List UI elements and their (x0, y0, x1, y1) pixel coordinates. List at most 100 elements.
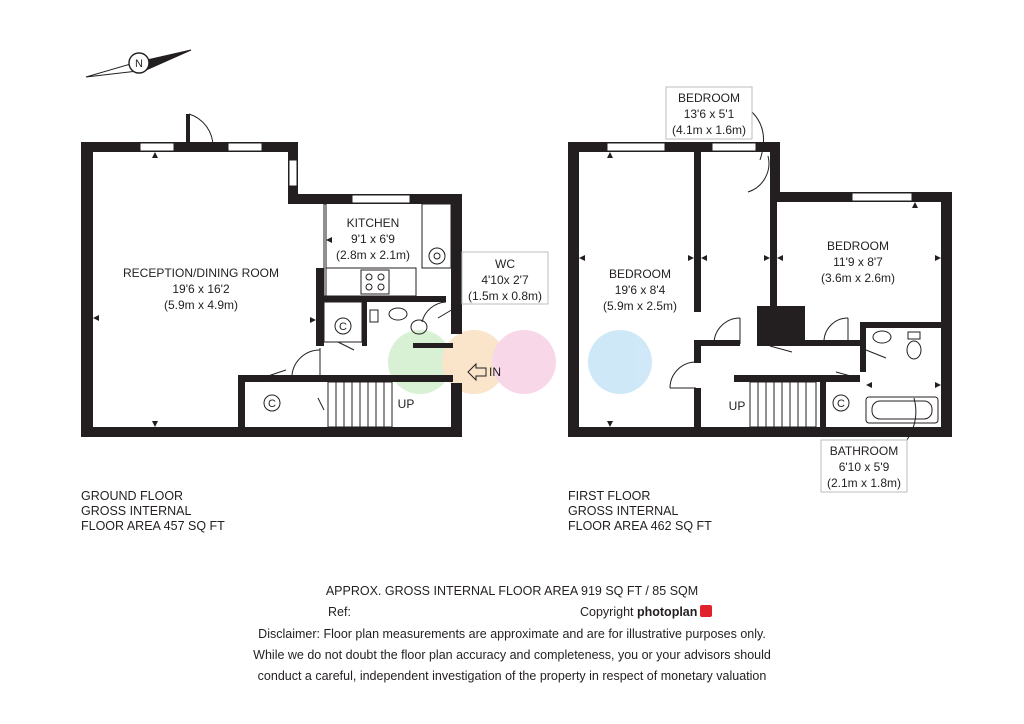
dim-marker (777, 255, 783, 261)
wall (362, 302, 367, 346)
ground-floor-plan: C C UP IN RECEPTION/DINING ROOM 19 (81, 113, 549, 437)
window (288, 159, 298, 187)
room-size-metric: (1.5m x 0.8m) (468, 289, 542, 303)
dim-marker (326, 237, 332, 243)
door-swing (291, 349, 321, 376)
door (317, 397, 325, 411)
dim-marker (152, 152, 158, 158)
caption-line: GROSS INTERNAL (81, 504, 192, 518)
door (865, 349, 887, 359)
window (711, 142, 757, 152)
copyright-label: Copyright (580, 605, 634, 619)
dim-marker (935, 255, 941, 261)
overlay-circles (388, 330, 652, 394)
dim-marker (152, 421, 158, 427)
ground-floor-caption: GROUND FLOOR GROSS INTERNAL FLOOR AREA 4… (81, 489, 225, 534)
bath-tub (871, 400, 933, 420)
door (261, 369, 287, 379)
wall (568, 142, 780, 152)
wall (316, 268, 324, 346)
cupboard-label: C (837, 398, 845, 410)
cupboard (757, 306, 805, 346)
dim-marker (912, 322, 918, 328)
wall (860, 322, 952, 328)
wall (694, 340, 740, 346)
dim-marker (912, 202, 918, 208)
worktop (421, 203, 452, 269)
entrance-arrow-icon (467, 362, 487, 382)
cupboard-marker (772, 321, 790, 339)
compass-north-label: N (135, 58, 143, 70)
callout-leader (437, 303, 463, 319)
wall (568, 427, 952, 437)
callout-bathroom (820, 439, 908, 493)
room-size-imperial: 6'10 x 5'9 (839, 460, 890, 474)
basin-icon (388, 307, 408, 321)
brand-name: photoplan (636, 605, 698, 619)
cupboard (323, 301, 363, 343)
wall (238, 375, 453, 382)
dim-marker (688, 255, 694, 261)
dim-marker (764, 255, 770, 261)
disclaimer-line: conduct a careful, independent investiga… (257, 669, 767, 683)
toilet-cistern (369, 309, 379, 323)
cupboard-label: C (339, 321, 347, 333)
room-size-imperial: 13'6 x 5'1 (684, 107, 735, 121)
basin-icon (872, 330, 892, 344)
wall (805, 340, 860, 346)
window (851, 192, 913, 202)
first-floor-plan: C C UP BEDRO (568, 86, 952, 493)
sink-icon (428, 247, 446, 265)
window (139, 142, 175, 152)
toilet-icon (410, 319, 428, 335)
room-size-metric: (4.1m x 1.6m) (672, 123, 746, 137)
callout-wc (461, 251, 549, 305)
door-swing (421, 301, 447, 323)
compass: N (85, 49, 192, 78)
callout-bedroom-small (665, 86, 753, 140)
callout-leader (751, 111, 765, 161)
wall (734, 375, 860, 382)
stairs (327, 381, 393, 428)
compass-circle (128, 52, 150, 74)
cupboard-marker (334, 317, 352, 335)
dim-marker (701, 255, 707, 261)
caption-line: FLOOR AREA 462 SQ FT (568, 519, 712, 533)
wall (770, 202, 777, 310)
room-size-metric: (5.9m x 2.5m) (603, 299, 677, 313)
room-size-imperial: 11'9 x 8'7 (833, 255, 883, 269)
wall (238, 375, 245, 431)
window (351, 194, 411, 204)
overlay-circle-pink (492, 330, 556, 394)
room-size-imperial: 4'10x 2'7 (481, 273, 529, 287)
wall (451, 194, 462, 334)
room-size-imperial: 9'1 x 6'9 (351, 232, 395, 246)
callout-leader (906, 397, 917, 441)
bath-icon (865, 396, 939, 424)
total-area: APPROX. GROSS INTERNAL FLOOR AREA 919 SQ… (325, 584, 699, 598)
toilet-cistern (907, 331, 921, 340)
dim-marker (310, 317, 316, 323)
stairs-up-label: UP (729, 399, 746, 413)
wall (186, 114, 190, 148)
room-name-reception: RECEPTION/DINING ROOM (123, 266, 279, 280)
room-size-imperial: 19'6 x 16'2 (172, 282, 230, 296)
copyright: Copyright photoplan (580, 605, 713, 619)
stairs-up-label: UP (398, 397, 415, 411)
room-size-metric: (2.1m x 1.8m) (827, 476, 901, 490)
room-name-bedroom-large: BEDROOM (609, 267, 671, 281)
cupboard-marker (832, 394, 850, 412)
caption-line: GROSS INTERNAL (568, 504, 679, 518)
room-size-imperial: 19'6 x 8'4 (615, 283, 666, 297)
room-name-kitchen: KITCHEN (347, 216, 400, 230)
room-name-bathroom: BATHROOM (830, 444, 898, 458)
wall (81, 142, 93, 437)
door (337, 341, 355, 351)
wall (770, 142, 780, 202)
cupboard-label: C (777, 325, 785, 337)
wall (757, 306, 763, 346)
room-name-bedroom-right: BEDROOM (827, 239, 889, 253)
wall (757, 306, 805, 312)
wall (941, 192, 952, 437)
